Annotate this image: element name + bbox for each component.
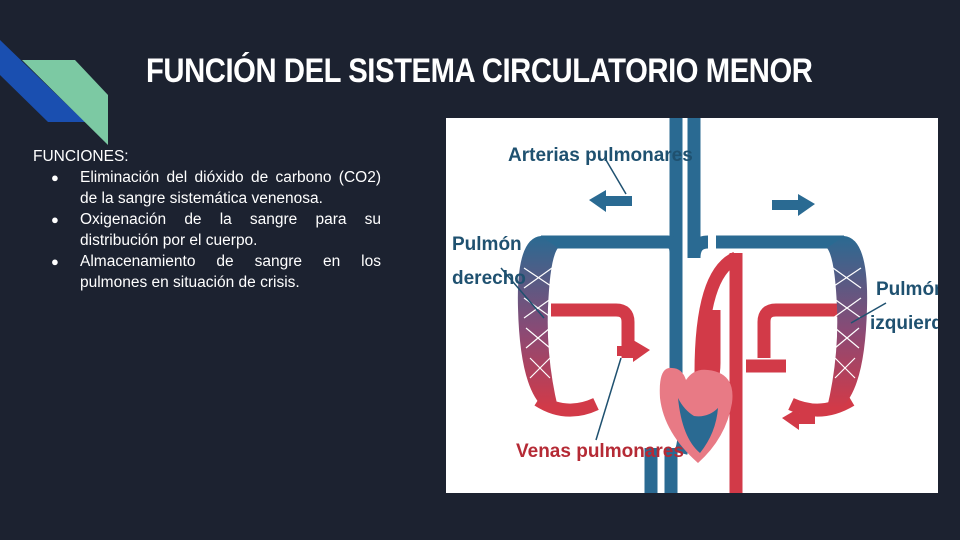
arrow-left-red-icon (782, 408, 815, 430)
label-pulmon-izquierdo-1: Pulmón (876, 279, 938, 300)
slide-title: FUNCIÓN DEL SISTEMA CIRCULATORIO MENOR (146, 52, 813, 90)
heart (659, 367, 733, 463)
list-item: ●Oxigenación de la sangre para su distri… (51, 211, 381, 249)
heart-chamber (678, 398, 718, 453)
label-arterias: Arterias pulmonares (508, 145, 693, 166)
arrow-left-blue-icon (589, 190, 632, 212)
arrow-right-red-icon (617, 340, 650, 362)
right-lung (517, 236, 558, 408)
label-pulmon-derecho-1: Pulmón (452, 234, 522, 255)
arrow-right-blue-icon (772, 194, 815, 216)
label-pulmon-izquierdo-2: izquierdo (870, 313, 938, 334)
functions-text: FUNCIONES: ●Eliminación del dióxido de c… (33, 146, 381, 293)
right-lung-mesh (523, 267, 555, 379)
left-lung-mesh (830, 267, 862, 379)
bullet-icon: ● (51, 170, 59, 185)
label-pulmon-derecho-2: derecho (452, 268, 526, 289)
list-item: ●Almacenamiento de sangre en los pulmone… (51, 253, 381, 291)
left-lung (827, 236, 868, 408)
functions-heading: FUNCIONES: (33, 148, 129, 165)
pointer-lines (500, 159, 887, 441)
label-venas: Venas pulmonares (516, 441, 684, 462)
corner-accent (0, 40, 108, 145)
list-item: ●Eliminación del dióxido de carbono (CO2… (51, 169, 381, 207)
bullet-icon: ● (51, 254, 59, 269)
functions-list: ●Eliminación del dióxido de carbono (CO2… (33, 167, 381, 293)
pulmonary-circulation-diagram: Arterias pulmonares Pulmón derecho Pulmó… (446, 118, 938, 493)
pulmonary-arteries (541, 118, 844, 493)
bullet-icon: ● (51, 212, 59, 227)
diagram-svg: Arterias pulmonares Pulmón derecho Pulmó… (452, 118, 938, 493)
flow-arrows (589, 190, 815, 430)
